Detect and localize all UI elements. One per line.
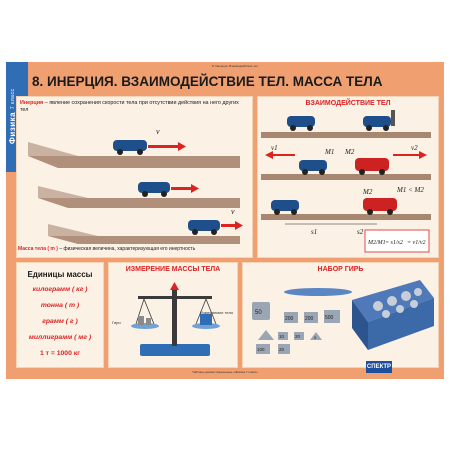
mass-term: Масса тела ( m ) <box>18 246 58 252</box>
mass-definition: Масса тела ( m ) – физическая величина, … <box>18 246 250 252</box>
units-title: Единицы массы <box>27 270 93 279</box>
weights-set-illustration: 50 200 200 500 10 20 5 100 20 <box>252 280 434 354</box>
m2-label: M2 <box>344 148 355 156</box>
interaction-title: ВЗАИМОДЕЙСТВИЕ ТЕЛ <box>305 100 391 107</box>
unit-item: грамм ( г ) <box>42 318 78 325</box>
weights-title: НАБОР ГИРЬ <box>317 266 364 273</box>
weight-label: 10 <box>279 334 285 339</box>
publisher-fineprint <box>394 362 440 374</box>
inertia-illustration: v v <box>28 127 243 244</box>
weight-label: 5 <box>314 335 317 340</box>
mass-relation: M1 < M2 <box>396 186 424 194</box>
s2-label: s2 <box>357 228 364 236</box>
publisher-logo: СПЕКТР <box>366 361 392 373</box>
formula-left: M2/M1 <box>367 240 386 246</box>
inertia-text: – явление сохранения скорости тела при о… <box>20 100 239 113</box>
weight-label: 500 <box>325 315 334 321</box>
weight-label: 20 <box>295 334 301 339</box>
weights-label: Гири <box>112 320 121 325</box>
object-label: Измеряемое тело <box>200 310 234 315</box>
car-top <box>113 140 147 155</box>
s1-label: s1 <box>311 228 317 236</box>
weight-label: 200 <box>305 316 314 322</box>
m1-label: M1 <box>324 148 334 156</box>
units-panel <box>16 262 104 368</box>
m2-label-lower: M2 <box>362 188 373 196</box>
balance-scale-illustration <box>131 282 220 356</box>
unit-item: миллиграмм ( мг ) <box>28 334 92 341</box>
unit-equivalence: 1 т = 1000 кг <box>40 350 80 357</box>
velocity-label-bottom: v <box>231 207 235 216</box>
weight-label: 200 <box>285 316 294 322</box>
velocity-label: v <box>156 127 160 136</box>
bottom-note: Таблицы демонстрационные «Физика 7 класс… <box>192 370 258 374</box>
weight-label: 20 <box>279 347 285 352</box>
measure-title: ИЗМЕРЕНИЕ МАССЫ ТЕЛА <box>125 266 221 273</box>
unit-item: килограмм ( кг ) <box>32 286 88 293</box>
unit-item: тонна ( т ) <box>40 302 80 309</box>
page-title: 8. ИНЕРЦИЯ. ВЗАИМОДЕЙСТВИЕ ТЕЛ. МАССА ТЕ… <box>32 74 383 89</box>
v2-label: v2 <box>411 144 418 152</box>
interaction-illustration: v1 v2 M1 M2 M2 M1 < M2 s1 s2 M2/M1 = s1/… <box>261 110 431 253</box>
weight-label: 50 <box>255 310 262 316</box>
formula-mid: = s1/s2 <box>385 240 403 246</box>
car-middle <box>138 182 170 197</box>
inertia-term: Инерция <box>20 100 44 106</box>
formula-right: = v1/v2 <box>407 240 426 246</box>
inertia-definition: Инерция – явление сохранения скорости те… <box>20 100 240 114</box>
mass-text: – физическая величина, характеризующая е… <box>57 246 196 252</box>
car-bottom <box>188 220 220 235</box>
top-note: 8. Инерция. Взаимодействие тел <box>212 64 258 68</box>
weight-label: 100 <box>257 347 265 352</box>
v1-label: v1 <box>271 144 278 152</box>
